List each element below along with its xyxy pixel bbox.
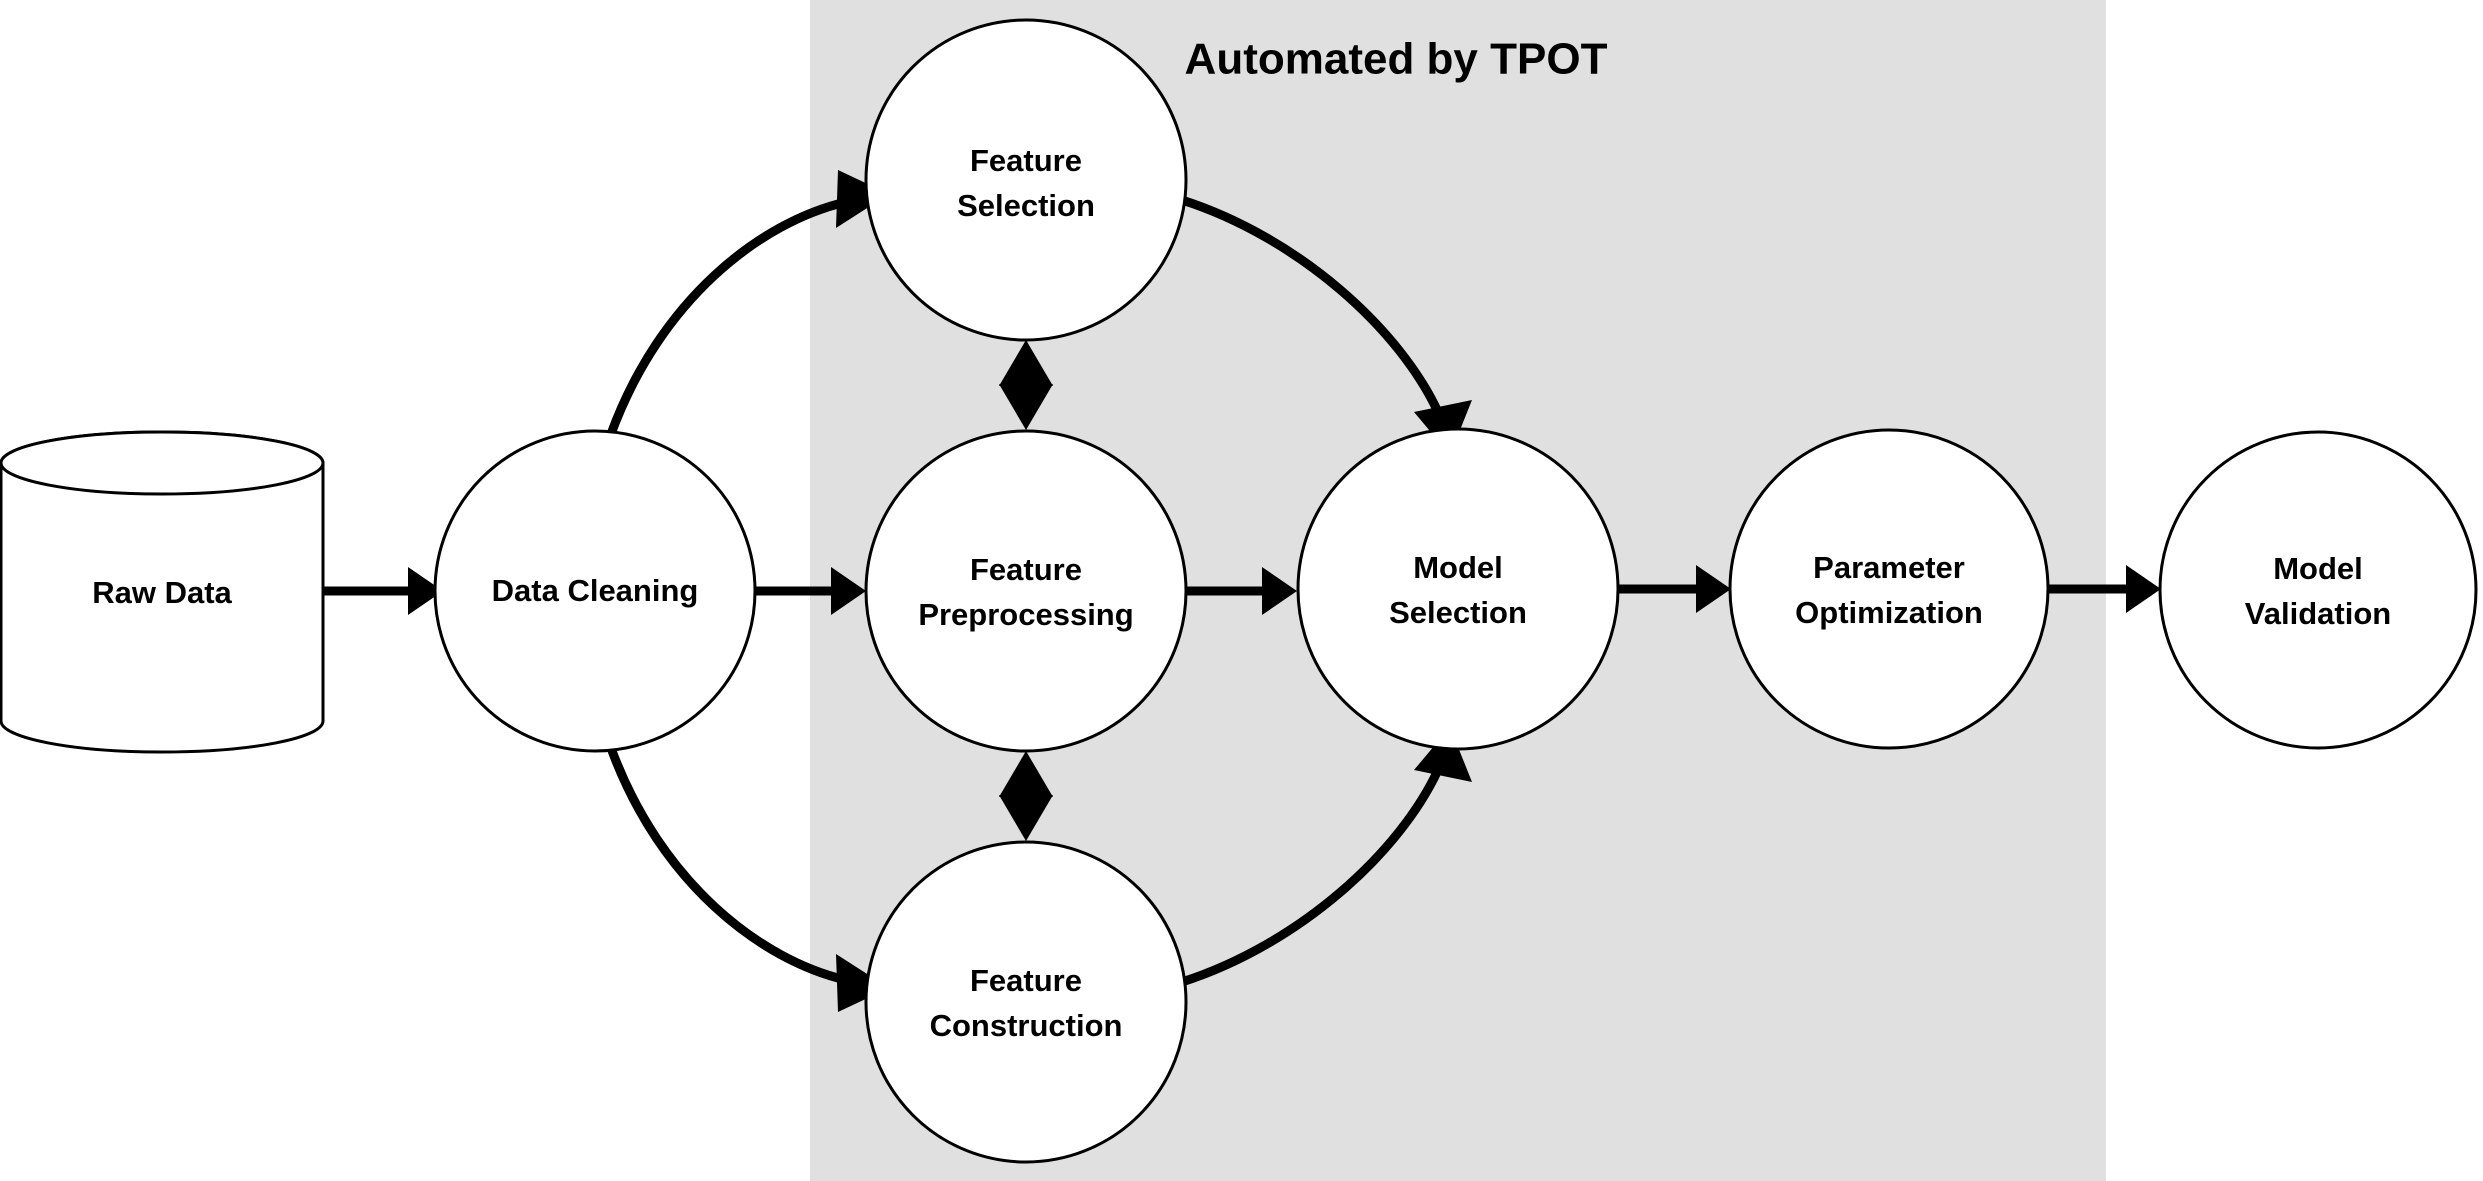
edge-feature-selection-to-model-selection — [1180, 195, 1472, 455]
node-model-validation[interactable]: Model Validation — [2158, 430, 2478, 750]
node-label-model-selection-line2: Selection — [1389, 595, 1527, 630]
edge-feature-selection-to-feature-preprocessing — [999, 340, 1053, 430]
node-label-parameter-optimization-line2: Optimization — [1795, 595, 1983, 630]
arrowhead-icon — [1414, 400, 1472, 455]
node-label-feature-construction-line1: Feature — [970, 963, 1082, 998]
region-title-automated-by-tpot: Automated by TPOT — [1185, 35, 1608, 84]
circle-feature-construction — [864, 840, 1188, 1164]
edge-model-selection-to-parameter-optimization — [1619, 565, 1731, 613]
node-label-parameter-optimization-line1: Parameter — [1813, 550, 1965, 585]
arrowhead-icon — [836, 954, 889, 1012]
node-label-raw-data: Raw Data — [92, 575, 232, 610]
node-feature-selection[interactable]: Feature Selection — [864, 18, 1188, 342]
edge-data-cleaning-to-feature-selection — [606, 170, 889, 436]
edge-data-cleaning-to-feature-preprocessing — [756, 567, 866, 615]
edge-parameter-optimization-to-model-validation — [2049, 565, 2161, 613]
circle-feature-selection — [864, 18, 1188, 342]
node-label-model-validation-line2: Validation — [2245, 596, 2391, 631]
arrowhead-icon — [1414, 727, 1472, 782]
node-label-feature-preprocessing-line1: Feature — [970, 552, 1082, 587]
circle-model-validation — [2158, 430, 2478, 750]
node-feature-preprocessing[interactable]: Feature Preprocessing — [864, 429, 1188, 753]
arrowhead-icon — [831, 567, 866, 615]
edge-feature-preprocessing-to-model-selection — [1187, 567, 1297, 615]
node-model-selection[interactable]: Model Selection — [1296, 427, 1620, 751]
edge-raw-data-to-data-cleaning — [323, 567, 443, 615]
node-label-model-validation-line1: Model — [2273, 551, 2363, 586]
arrowhead-icon — [1262, 567, 1297, 615]
arrowhead-icon — [999, 340, 1053, 386]
circle-feature-preprocessing — [864, 429, 1188, 753]
node-raw-data[interactable]: Raw Data — [0, 430, 325, 754]
edge-data-cleaning-to-feature-construction — [606, 746, 889, 1012]
node-label-feature-construction-line2: Construction — [930, 1008, 1123, 1043]
node-label-data-cleaning: Data Cleaning — [492, 573, 699, 608]
arrowhead-icon — [999, 795, 1053, 841]
arrowhead-icon — [2126, 565, 2161, 613]
node-label-feature-selection-line2: Selection — [957, 188, 1095, 223]
node-data-cleaning[interactable]: Data Cleaning — [433, 429, 757, 753]
cylinder-top-ellipse — [0, 430, 325, 496]
circle-model-selection — [1296, 427, 1620, 751]
node-label-feature-preprocessing-line2: Preprocessing — [918, 597, 1133, 632]
arrowhead-icon — [408, 567, 443, 615]
node-feature-construction[interactable]: Feature Construction — [864, 840, 1188, 1164]
circle-parameter-optimization — [1728, 428, 2050, 750]
arrowhead-icon — [999, 751, 1053, 797]
arrowhead-icon — [999, 384, 1053, 430]
edge-feature-preprocessing-to-feature-construction — [999, 751, 1053, 841]
arrowhead-icon — [1696, 565, 1731, 613]
node-parameter-optimization[interactable]: Parameter Optimization — [1728, 428, 2050, 750]
node-label-model-selection-line1: Model — [1413, 550, 1503, 585]
circle-data-cleaning — [433, 429, 757, 753]
arrowhead-icon — [836, 170, 889, 228]
node-label-feature-selection-line1: Feature — [970, 143, 1082, 178]
edge-feature-construction-to-model-selection — [1180, 727, 1472, 987]
